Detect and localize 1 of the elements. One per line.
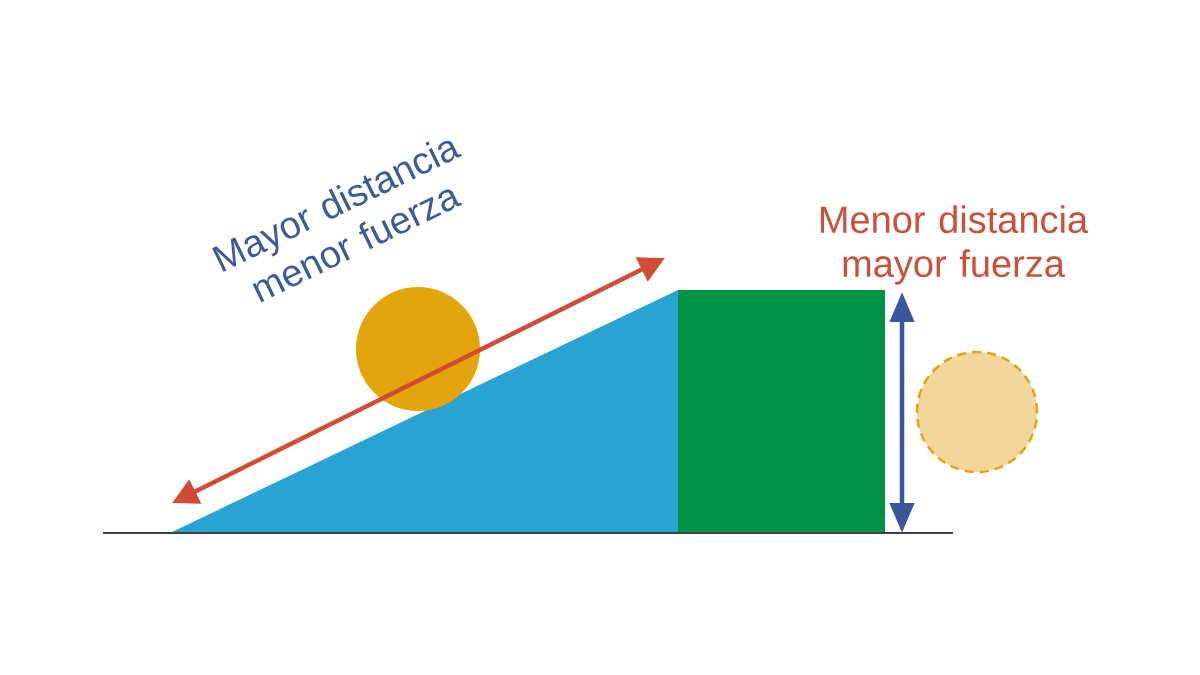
heading-text: Menor distancia mayor fuerza: [820, 205, 1089, 285]
